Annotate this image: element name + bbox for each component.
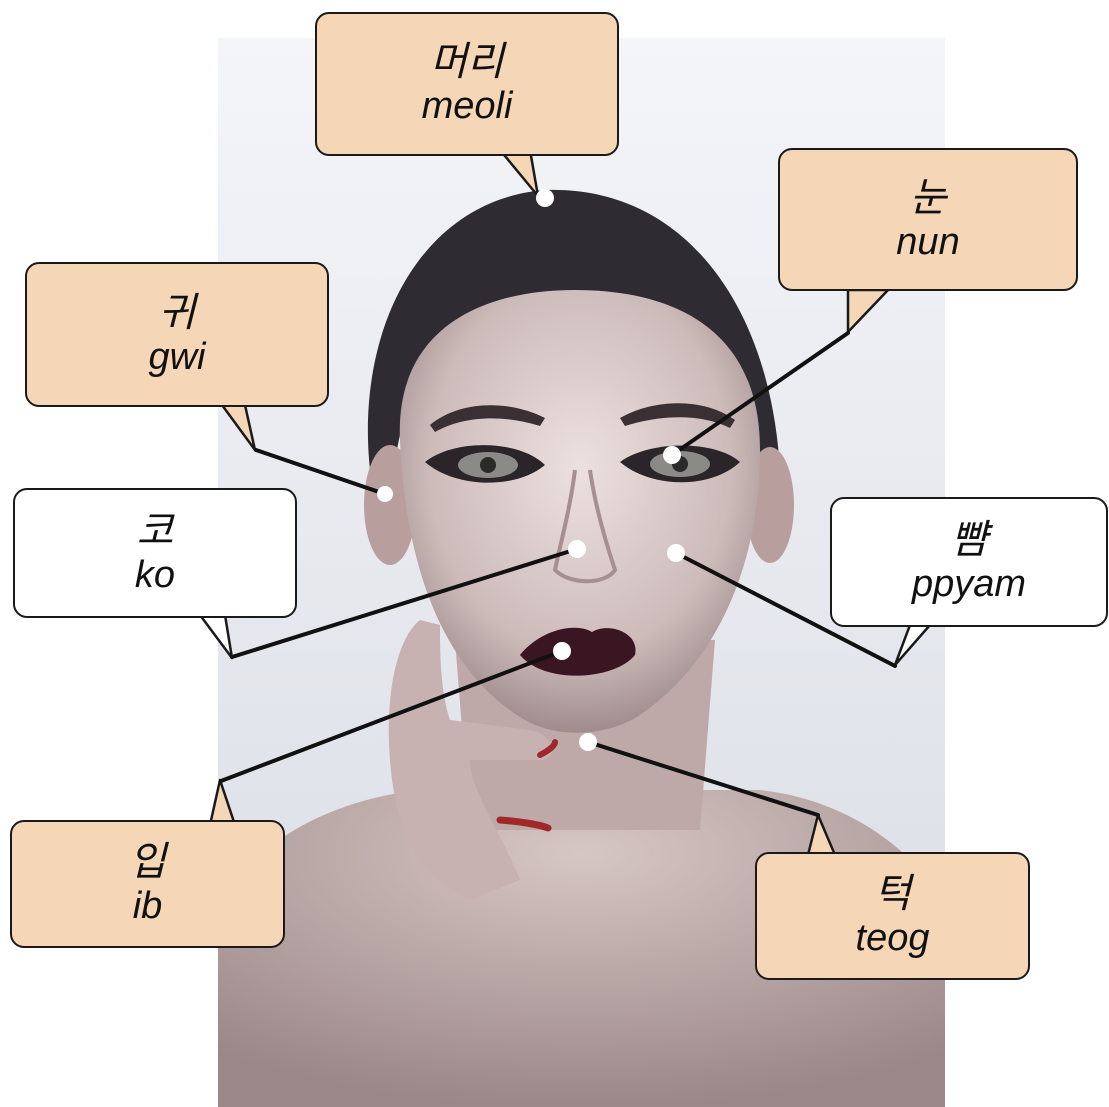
lips bbox=[520, 627, 636, 676]
callout-cheek: 뺨 ppyam bbox=[830, 497, 1108, 627]
left-eyebrow bbox=[430, 405, 545, 432]
tail-nose bbox=[198, 613, 234, 660]
hand bbox=[388, 620, 553, 900]
callout-chin: 턱 teog bbox=[755, 852, 1030, 980]
nose bbox=[552, 469, 618, 584]
face bbox=[399, 290, 760, 733]
marker-cheek bbox=[667, 544, 685, 562]
leader-nose bbox=[230, 547, 579, 659]
leader-eye bbox=[670, 331, 850, 457]
label-romanization: nun bbox=[896, 220, 960, 263]
marker-mouth bbox=[553, 642, 571, 660]
label-korean: 눈 bbox=[909, 175, 947, 220]
right-eyebrow bbox=[620, 403, 735, 428]
callout-eye: 눈 nun bbox=[778, 148, 1078, 291]
label-korean: 머리 bbox=[430, 40, 504, 85]
leader-chin bbox=[586, 740, 820, 817]
label-romanization: ib bbox=[132, 885, 163, 928]
leader-ear bbox=[254, 448, 387, 496]
callout-ear: 귀 gwi bbox=[25, 262, 329, 407]
marker-ear bbox=[377, 486, 393, 502]
marker-chin bbox=[579, 733, 597, 751]
hair bbox=[367, 189, 780, 471]
callout-nose: 코 ko bbox=[13, 488, 297, 618]
label-romanization: teog bbox=[855, 917, 930, 960]
marker-hair bbox=[536, 189, 554, 207]
marker-eye bbox=[663, 446, 681, 464]
label-romanization: gwi bbox=[148, 335, 206, 378]
label-korean: 코 bbox=[136, 509, 174, 554]
marker-nose bbox=[568, 540, 586, 558]
leader-mouth bbox=[219, 649, 564, 783]
label-korean: 귀 bbox=[158, 290, 196, 335]
label-romanization: ppyam bbox=[911, 563, 1027, 606]
label-korean: 입 bbox=[129, 840, 166, 885]
callout-mouth: 입 ib bbox=[10, 820, 285, 948]
label-romanization: meoli bbox=[421, 85, 513, 128]
label-korean: 뺨 bbox=[950, 518, 988, 563]
label-romanization: ko bbox=[134, 554, 176, 597]
leader-cheek bbox=[674, 551, 897, 668]
label-korean: 턱 bbox=[874, 872, 911, 917]
callout-hair: 머리 meoli bbox=[315, 12, 619, 156]
